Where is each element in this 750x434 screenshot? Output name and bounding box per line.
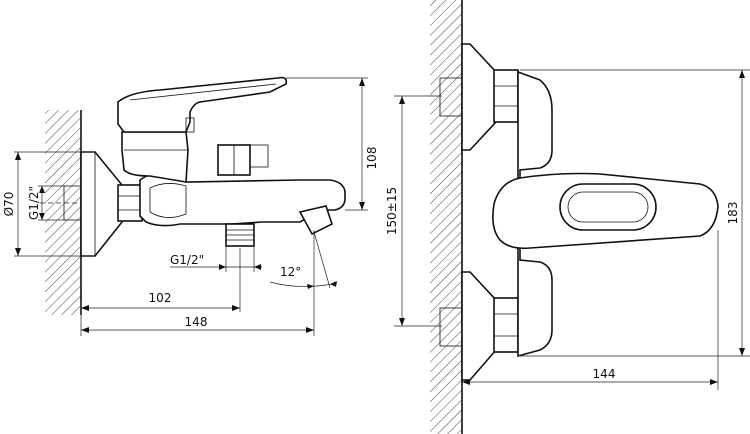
dim-angle: 12°	[269, 230, 337, 290]
dim-overall-depth-front: 144	[462, 230, 719, 390]
side-lever-edge	[129, 83, 277, 101]
dim-thread-inlet-label: G1/2"	[27, 186, 41, 220]
dim-angle-label: 12°	[280, 265, 301, 279]
dim-d-outer-label: Ø70	[2, 192, 16, 217]
side-nut	[117, 184, 143, 222]
front-lever-oval	[559, 183, 657, 231]
side-diverter-cap	[249, 144, 269, 168]
front-wall-hatch	[430, 0, 462, 434]
dim-thread-outlet: G1/2"	[170, 246, 262, 272]
side-wall-hatch	[45, 110, 81, 315]
dim-center-distance-label: 150±15	[385, 187, 399, 235]
front-body-arms	[517, 70, 553, 358]
dim-thread-inlet: G1/2"	[27, 185, 66, 221]
side-cartridge-housing	[121, 131, 189, 183]
dim-to-outlet-label: 102	[149, 291, 172, 305]
dim-overall-height: 183	[520, 69, 750, 357]
dim-overall-depth-front-label: 144	[593, 367, 616, 381]
dim-overall-height-label: 183	[726, 202, 740, 225]
side-view: Ø70 G1/2" G1/2" 12°	[2, 76, 379, 336]
side-body-detail	[149, 183, 187, 218]
side-lever-screw	[185, 117, 195, 133]
front-lower-inlet	[439, 271, 519, 381]
front-lever-inner	[567, 191, 649, 223]
front-upper-inlet	[439, 43, 519, 151]
dim-d-outer: Ø70	[2, 151, 96, 257]
dim-to-outlet: 102	[80, 248, 241, 336]
side-lever	[117, 76, 288, 133]
dim-thread-outlet-label: G1/2"	[170, 253, 204, 267]
dim-overall-depth-side: 148	[81, 290, 315, 336]
dim-height-body: 108	[286, 77, 379, 211]
side-escutcheon	[80, 151, 123, 257]
side-spout-tip	[298, 205, 333, 236]
dim-height-body-label: 108	[365, 147, 379, 170]
dim-overall-depth-side-label: 148	[185, 315, 208, 329]
dim-center-distance: 150±15	[385, 95, 442, 327]
front-view: 150±15 183 144	[385, 0, 750, 434]
